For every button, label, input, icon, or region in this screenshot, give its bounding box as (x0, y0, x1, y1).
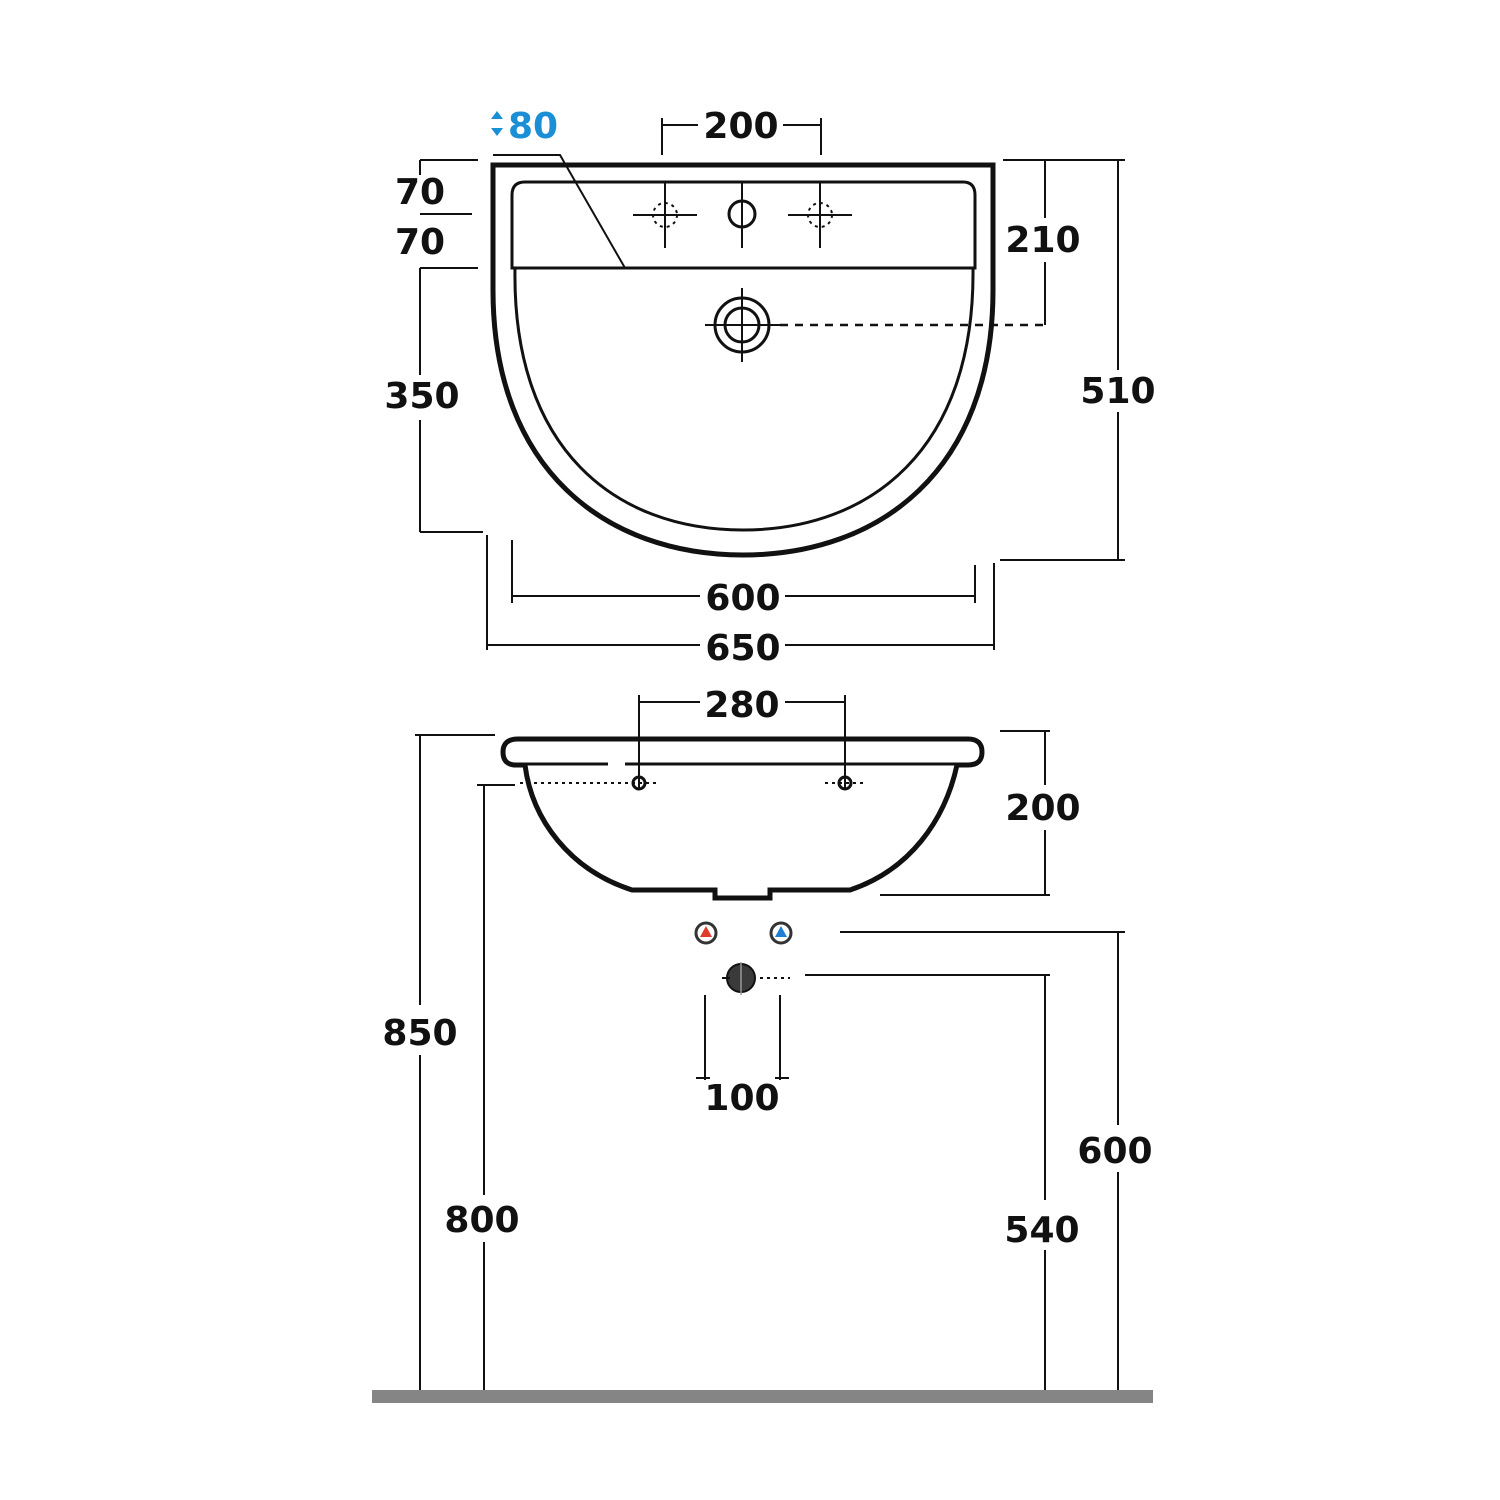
waste-outlet-icon (722, 962, 790, 995)
hot-supply-icon (694, 921, 718, 945)
tap-hole-center (727, 183, 757, 248)
dim-tap-spacing-side: 280 (704, 685, 779, 726)
dim-inner-width: 600 (705, 578, 780, 619)
dim-drain-offset: 210 (1005, 220, 1080, 261)
dim-top-margin-2: 70 (395, 222, 445, 263)
overflow-leader (493, 154, 626, 269)
dim-supply-height: 600 (1077, 1131, 1152, 1172)
tap-hole-side-left (631, 775, 647, 791)
overflow-icon (491, 111, 503, 136)
cold-supply-icon (769, 921, 793, 945)
tap-hole-right (788, 183, 852, 248)
inner-bowl (513, 266, 975, 532)
tap-deck (510, 180, 977, 270)
basin-outline-side (500, 736, 985, 901)
side-view: 280 200 (372, 685, 1153, 1403)
basin-outline-top (490, 162, 996, 558)
drain-hole (705, 288, 1045, 362)
dim-drain-spacing: 100 (704, 1078, 779, 1119)
dim-underside-height: 800 (444, 1200, 519, 1241)
dim-rim-height: 850 (382, 1013, 457, 1054)
top-view: 200 80 70 70 350 210 510 600 650 (384, 106, 1155, 669)
floor-line (372, 1390, 1153, 1403)
dim-outer-width: 650 (705, 628, 780, 669)
dim-waste-height: 540 (1004, 1210, 1079, 1251)
dim-total-depth: 510 (1080, 371, 1155, 412)
dim-basin-height: 200 (1005, 788, 1080, 829)
dim-bowl-depth: 350 (384, 376, 459, 417)
dim-top-margin-1: 70 (395, 172, 445, 213)
dim-tap-spacing-top: 200 (703, 106, 778, 147)
tap-hole-left (633, 183, 697, 248)
dim-overflow: 80 (508, 106, 558, 147)
